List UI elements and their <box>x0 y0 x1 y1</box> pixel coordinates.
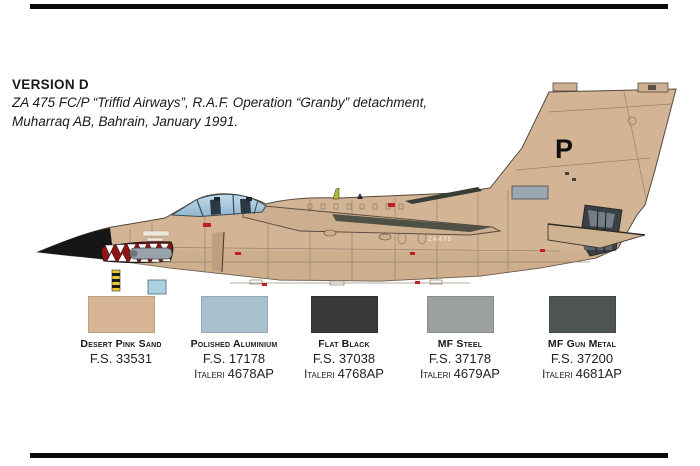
italeri-code-label <box>61 366 181 383</box>
underside-shading <box>112 250 600 281</box>
color-swatch <box>548 296 616 333</box>
subject-line-1: ZA 475 FC/P “Triffid Airways”, R.A.F. Op… <box>12 95 428 110</box>
blade-antenna <box>332 187 340 200</box>
fin-antenna-detail <box>648 85 656 90</box>
subject-line-2: Muharraq AB, Bahrain, January 1991. <box>12 114 239 129</box>
color-name-label: MF Gun Metal <box>547 338 617 350</box>
bottom-rule <box>30 453 668 458</box>
color-name-label: Flat Black <box>318 338 370 350</box>
fs-code-label: F.S. 37178 <box>428 351 492 366</box>
color-name-label: Polished Aluminium <box>190 338 278 350</box>
walkway-stencil <box>142 230 170 237</box>
fs-code-label: F.S. 17178 <box>202 351 266 366</box>
fs-code-label: F.S. 37038 <box>312 351 376 366</box>
ejection-seat <box>240 199 251 214</box>
intake-shading <box>212 232 224 272</box>
airbrake-panel <box>511 185 549 200</box>
color-swatch <box>310 296 378 333</box>
color-swatch <box>87 296 155 333</box>
tailplane-leading-edge <box>547 223 646 236</box>
tail-code-letter: P <box>555 134 573 164</box>
ejection-seat <box>210 199 221 215</box>
walkway-stencil <box>146 237 164 242</box>
fin-speck <box>572 178 576 181</box>
flap-fairing <box>378 233 392 241</box>
headrest <box>214 197 220 201</box>
color-swatch <box>426 296 494 333</box>
color-name-label: MF Steel <box>437 338 483 350</box>
color-name-label: Desert Pink Sand <box>80 338 162 350</box>
headrest <box>246 197 252 201</box>
pod-nose <box>130 250 138 257</box>
fin-speck <box>565 172 569 175</box>
sensor-pod <box>129 247 173 260</box>
access-panel-blue <box>147 279 167 295</box>
top-rule <box>30 4 668 9</box>
blade-antenna <box>357 193 363 199</box>
flap-fairing <box>323 229 337 237</box>
fin-fillet-strip <box>405 187 482 204</box>
shark-mouth-art <box>100 241 174 264</box>
color-swatch-column: Desert Pink Sand F.S. 33531 <box>61 296 181 383</box>
fin-antenna-fairing <box>552 82 578 92</box>
version-title: VERSION D <box>12 77 89 92</box>
fs-code-label: F.S. 33531 <box>89 351 153 366</box>
color-swatch <box>200 296 268 333</box>
fs-code-label: F.S. 37200 <box>550 351 614 366</box>
serial-marking: ZA475 <box>428 236 453 243</box>
probe-cover <box>111 269 121 292</box>
nose-radome <box>38 228 112 260</box>
canopy <box>170 193 267 218</box>
wing-tip-dark <box>332 214 492 232</box>
intake-lip <box>221 231 225 273</box>
